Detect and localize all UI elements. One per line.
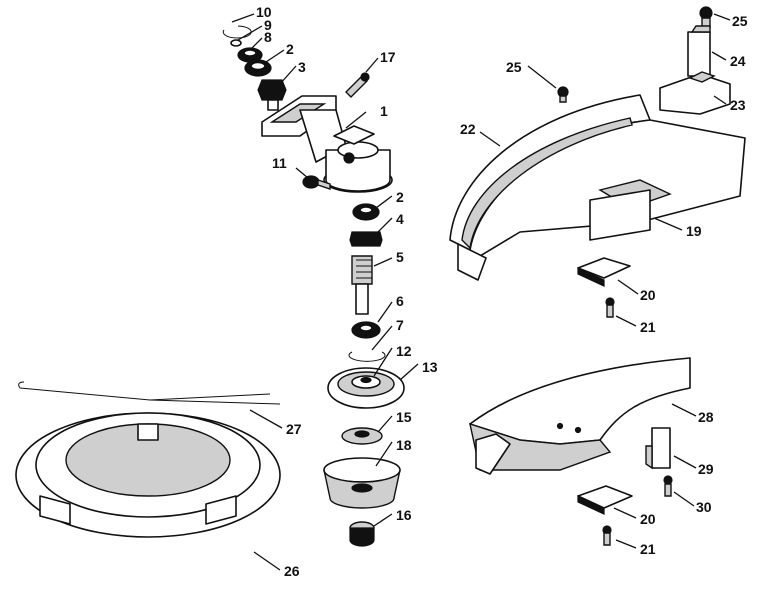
callout-17: 17 — [380, 49, 396, 65]
callout-20-lower: 20 — [640, 511, 656, 527]
callout-11: 11 — [272, 155, 287, 171]
callout-2-lower: 2 — [396, 189, 404, 205]
part-1-gear-housing — [261, 95, 393, 193]
part-18-cup — [323, 457, 401, 509]
part-9-washer — [230, 39, 242, 47]
part-13-thrust-plate — [327, 367, 405, 409]
part-28-guard — [469, 357, 691, 475]
callout-28: 28 — [698, 409, 714, 425]
callout-9: 9 — [264, 17, 272, 33]
part-11-bolt — [302, 175, 331, 190]
part-16-nut — [349, 521, 375, 547]
callout-4: 4 — [396, 211, 404, 227]
callout-22: 22 — [460, 121, 476, 137]
callout-20-upper: 20 — [640, 287, 656, 303]
part-30-screw — [663, 475, 673, 497]
part-2-bearing-upper — [244, 59, 272, 77]
callout-5: 5 — [396, 249, 404, 265]
part-7-circlip — [348, 351, 386, 362]
part-5-shaft — [351, 255, 373, 315]
callout-25-upper: 25 — [732, 13, 748, 29]
part-26-deflector — [15, 412, 281, 538]
leader-lines — [231, 13, 731, 571]
part-2-bearing-lower — [352, 203, 380, 221]
callout-19: 19 — [686, 223, 702, 239]
part-25-screw-mid — [557, 86, 569, 103]
callout-numbers: 10 9 8 2 3 17 1 11 2 4 5 6 7 12 13 15 18… — [256, 4, 748, 579]
callout-13: 13 — [422, 359, 438, 375]
part-22-guard — [449, 94, 746, 281]
callout-16: 16 — [396, 507, 412, 523]
callout-7: 7 — [396, 317, 404, 333]
callout-18: 18 — [396, 437, 412, 453]
part-4-gear — [349, 231, 383, 247]
part-27-wire — [18, 381, 281, 405]
part-6-bearing — [351, 321, 381, 339]
part-29-bracket — [645, 427, 671, 470]
callout-10: 10 — [256, 4, 272, 20]
callout-2-upper: 2 — [286, 41, 294, 57]
part-20-plate-lower — [577, 485, 633, 515]
callout-23: 23 — [730, 97, 746, 113]
callout-3: 3 — [298, 59, 306, 75]
part-25-screw-upper — [699, 6, 713, 29]
part-3-bevel-gear — [257, 79, 287, 111]
part-24-bracket — [687, 25, 711, 77]
part-8-bearing — [237, 47, 263, 63]
callout-12: 12 — [396, 343, 412, 359]
part-21-screw-upper — [605, 297, 615, 318]
part-17-screw — [345, 72, 370, 98]
callout-21-upper: 21 — [640, 319, 656, 335]
callout-1: 1 — [380, 103, 388, 119]
callout-25-mid: 25 — [506, 59, 522, 75]
part-21-screw-lower — [602, 525, 612, 546]
callout-21-lower: 21 — [640, 541, 656, 557]
callout-15: 15 — [396, 409, 412, 425]
callout-8: 8 — [264, 29, 272, 45]
callout-6: 6 — [396, 293, 404, 309]
part-23-clamp — [659, 71, 731, 115]
part-15-washer — [341, 427, 383, 445]
callout-26: 26 — [284, 563, 300, 579]
callout-30: 30 — [696, 499, 712, 515]
callout-24: 24 — [730, 53, 746, 69]
callout-27: 27 — [286, 421, 302, 437]
part-10-circlip — [222, 25, 252, 39]
part-20-plate-upper — [577, 257, 631, 287]
callout-29: 29 — [698, 461, 714, 477]
